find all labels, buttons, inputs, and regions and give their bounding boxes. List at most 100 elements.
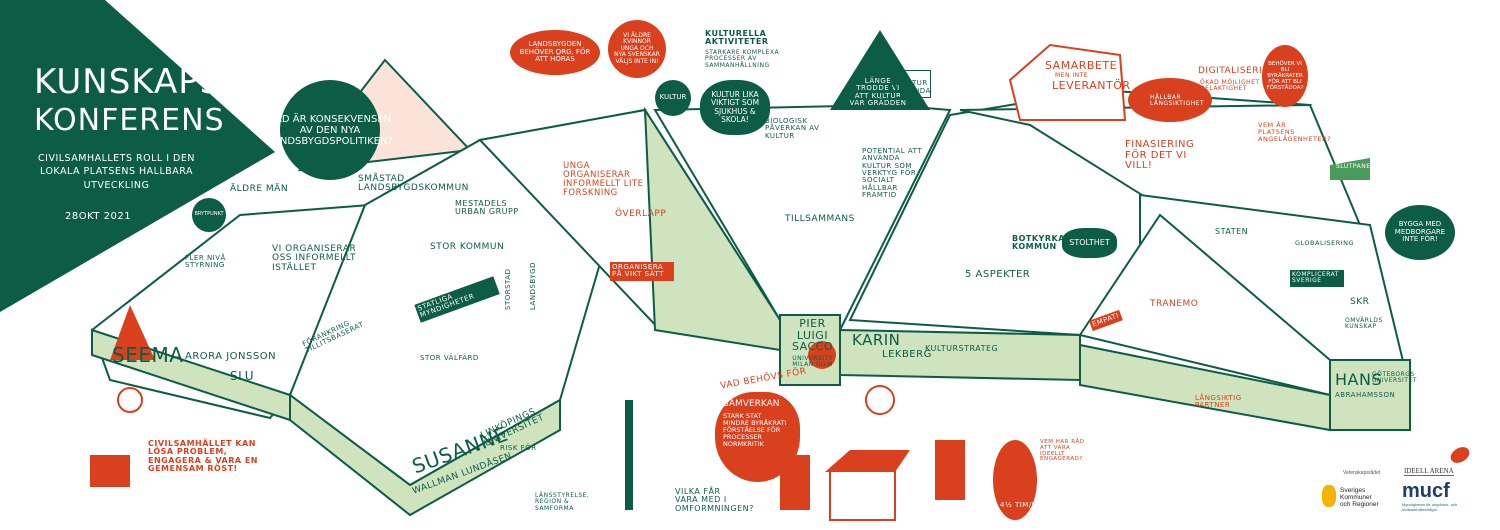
note-text: Stor välfärd (420, 354, 479, 362)
samverkan-item: Förståelse för processer (723, 426, 781, 442)
title-banner (0, 0, 275, 312)
note-bubble: Landsbygden behöver org. för att höras (510, 30, 600, 75)
note-text: 4½ tim/v (1000, 501, 1037, 509)
note-text: Ökad möjlighet för delaktighet (1200, 79, 1276, 93)
speaker-name: Hans (1335, 370, 1383, 389)
speaker-affiliation: Kulturstrateg (925, 344, 999, 353)
speaker-name: Pier Luigi Sacco (791, 317, 834, 354)
teepee-illustration (110, 305, 155, 360)
note-text: Unga organiserar informellt lite forskni… (563, 161, 644, 198)
note-bubble: Behöver vi bli byråkrater för att bli fö… (1262, 45, 1308, 107)
panel-susanne-base (289, 393, 561, 517)
note-text: Vilka får vara med i omformningen? (675, 487, 754, 513)
house-roof (825, 450, 910, 472)
note-text: 5 aspekter (965, 269, 1031, 280)
note-text: Fler nivå styrning (185, 254, 226, 270)
panel-tranemo-base (1079, 343, 1331, 432)
skr-logo-line: Kommuner (1340, 494, 1372, 502)
note-bubble: Kultur (655, 80, 691, 116)
note-text: Äldre män (230, 184, 289, 194)
note-text: Mestadels urban grupp (455, 199, 519, 217)
title-line2: konferens (34, 103, 225, 138)
title-date: 28okt 2021 (65, 211, 132, 222)
note-text: Civilsamhället kan lösa problem, engager… (148, 439, 258, 474)
samverkan-item: Stark stat (723, 411, 762, 420)
panel-tranemo (1078, 213, 1331, 397)
note-text: Kulturella aktiviteter (705, 29, 769, 47)
skr-logo-line: och Regioner (1340, 501, 1379, 509)
skr-logo-mark (1322, 485, 1336, 507)
note-text: Landsbygd (529, 262, 537, 310)
note-text: Biologisk påverkan av kultur (765, 117, 820, 140)
barn-illustration (1008, 43, 1127, 121)
note-text: Länsstyrelse, region & samforma (535, 492, 590, 512)
speaker-name: Seema (112, 343, 184, 367)
person-illustration-2 (865, 385, 895, 415)
note-text: Långsiktig partner (1195, 394, 1242, 410)
note-text: EU kultur agenda (895, 70, 931, 99)
note-text: Digitalisering (1198, 66, 1277, 76)
note-bubble: Vi äldre kvinnor unga och nya svenskar v… (608, 20, 666, 78)
note-text: Vi organiserar oss informellt istället (272, 244, 357, 273)
note-text: Staten (1215, 227, 1249, 236)
building-illustration-2 (935, 440, 965, 500)
note-text: Vem har råd att vara ideellt engagerad? (1040, 439, 1085, 463)
note-text: Småstad landsbygdskommun (358, 174, 469, 194)
crane-illustration (625, 400, 633, 510)
note-text: Potential att använda kultur som verktyg… (862, 147, 923, 200)
note-text: Hållbar långsiktighet (1150, 94, 1205, 108)
samverkan-item: Mindre byråkrati (723, 419, 787, 428)
samverkan-bubble: Samverkan Stark stat Mindre byråkrati Fö… (715, 392, 800, 482)
vetenskapsradet-logo: Vetenskapsrådet (1343, 470, 1381, 476)
note-text: men inte (1055, 72, 1089, 79)
note-text: Slutpanel (1336, 163, 1375, 170)
note-text: Globalisering (1295, 239, 1355, 247)
speaker-surname: Arora Jonsson (185, 351, 277, 362)
speaker-affiliation: University Milan IULM (792, 355, 833, 369)
note-text: starkare komplexa processer av sammanhål… (705, 49, 780, 69)
note-text: Länge trodde vi att kultur var grädden (849, 77, 907, 108)
samverkan-title: Samverkan (723, 399, 780, 409)
note-text: Storstad (504, 268, 512, 310)
mucf-logo-subtitle: Myndigheten för ungdoms- och civilsamhäl… (1402, 502, 1458, 512)
samverkan-item: Normkritik (723, 440, 764, 449)
title-line1: Kunskaps (34, 62, 223, 102)
note-bubble: Bygga med medborgare inte för! (1385, 205, 1455, 260)
slutpanel-flag (1330, 158, 1370, 180)
note-text: Finasiering för det vi vill! (1125, 139, 1195, 171)
title-subtitle: Civilsamhallets roll i den lokala platse… (38, 153, 195, 191)
note-text: Överlapp (615, 209, 667, 219)
note-text: Botkyrka kommun (1012, 234, 1065, 252)
note-text: Omvärlds kunskap (1345, 317, 1383, 331)
skr-logo-line: Sveriges (1340, 487, 1366, 494)
note-text: Stor kommun (430, 242, 505, 252)
note-bubble: Brytpunkt (192, 198, 226, 232)
piggy-bank-illustration (1128, 78, 1212, 122)
note-text: Vem är platsens angelägenheter? (1258, 121, 1332, 143)
suitcase-illustration (90, 455, 130, 487)
note-text: Komplicerat Sverige (1290, 270, 1344, 287)
house-illustration (829, 469, 896, 521)
note-text: SKR (1350, 297, 1370, 307)
note-bubble: Stolthet (1062, 228, 1117, 258)
mucf-logo: mucf (1402, 480, 1450, 502)
note-bubble: Kultur lika viktigt som sjukhus & skola! (700, 80, 770, 135)
ideell-arena-logo: IDEELL ARENA (1404, 467, 1454, 476)
note-text: Risk för (500, 444, 537, 452)
note-bubble: Vad är konsekvensen av den nya landsbygd… (267, 80, 393, 180)
note-text: Samarbete (1045, 59, 1118, 72)
doll-illustration (993, 440, 1037, 520)
speaker-affiliation: SLU (230, 369, 254, 383)
speaker-surname: Lekberg (882, 349, 932, 360)
person-illustration (808, 341, 836, 369)
note-text: Tillsammans (785, 214, 855, 224)
speaker-affiliation: Göteborgs universitet (1372, 371, 1417, 385)
megaphone-person-illustration (117, 387, 143, 413)
dress-figure-illustration (830, 30, 930, 110)
note-text: Leverantör (1052, 79, 1131, 92)
skr-logo: Sveriges Kommuner och Regioner (1340, 487, 1379, 508)
speaker-surname: Abrahamsson (1335, 391, 1396, 399)
note-text: Tranemo (1150, 299, 1199, 309)
